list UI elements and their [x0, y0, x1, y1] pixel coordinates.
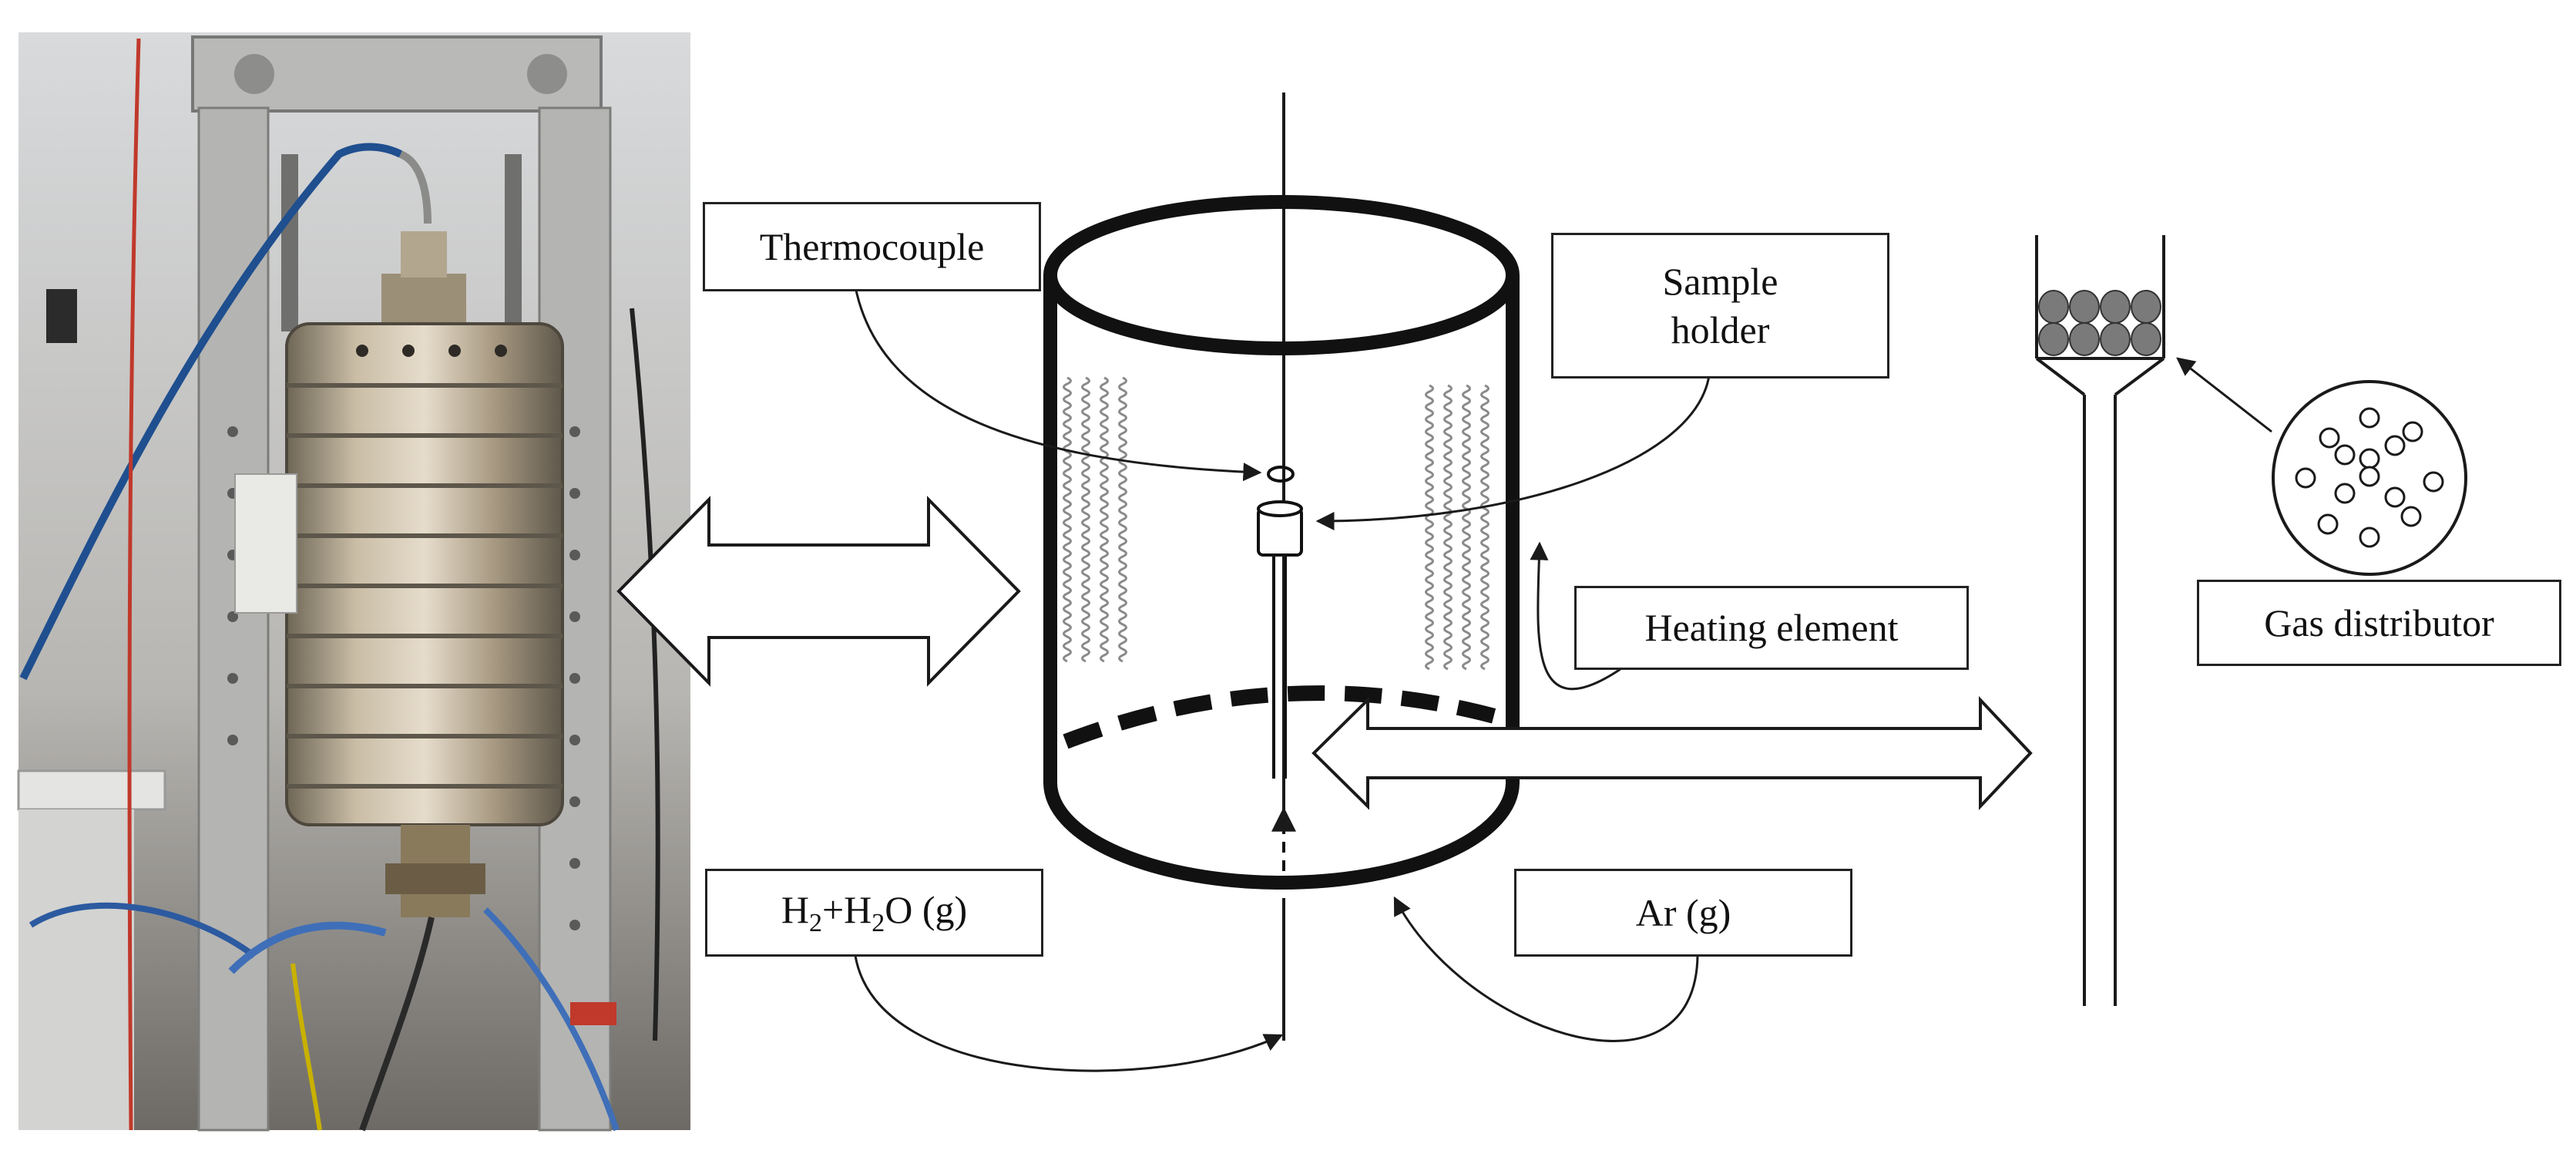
argon-text: Ar (g) — [1635, 890, 1731, 934]
furnace-to-distributor-double-arrow — [1312, 695, 2033, 811]
particle — [2069, 322, 2100, 356]
thermocouple-text: Thermocouple — [759, 224, 985, 268]
sample-holder-label: Sample holder — [1551, 233, 1889, 378]
sample-particles — [2038, 290, 2161, 356]
argon-leader — [1393, 896, 1699, 1042]
distributor-hole — [2334, 444, 2356, 466]
distributor-hole — [2334, 483, 2356, 504]
distributor-tube — [2035, 235, 2165, 1006]
distributor-hole — [2402, 421, 2423, 442]
particle — [2131, 322, 2161, 356]
distributor-hole — [2295, 467, 2316, 489]
furnace-schematic — [1043, 93, 1520, 1041]
particle — [2038, 290, 2069, 324]
distributor-hole — [2359, 466, 2380, 487]
gas-distributor-text: Gas distributor — [2264, 601, 2494, 644]
gas-distributor-holes — [2295, 407, 2444, 548]
heating-coil-right — [1425, 384, 1490, 671]
distributor-hole — [2317, 513, 2339, 535]
gas-distributor-label: Gas distributor — [2197, 580, 2561, 666]
gas-distributor-leader — [2176, 357, 2272, 433]
furnace-photo — [17, 32, 690, 1132]
gas-inlet-label: H2+H2O (g) — [705, 869, 1043, 957]
particle — [2100, 322, 2131, 356]
distributor-hole — [2319, 427, 2340, 449]
heating-element-text: Heating element — [1644, 606, 1899, 650]
heating-element-leader — [1530, 541, 1621, 691]
particle — [2100, 290, 2131, 324]
thermocouple-leader — [854, 286, 1262, 482]
distributor-hole — [2400, 506, 2422, 527]
distributor-hole — [2423, 471, 2444, 493]
sample-holder-text-line2: holder — [1671, 308, 1770, 352]
particle — [2069, 290, 2100, 324]
argon-label: Ar (g) — [1514, 869, 1852, 957]
sample-holder-text-line1: Sample — [1662, 260, 1778, 303]
distributor-hole — [2359, 448, 2380, 469]
distributor-hole — [2384, 486, 2406, 508]
thermocouple-tip — [1267, 466, 1295, 483]
photo-to-diagram-double-arrow — [616, 496, 1021, 687]
gas-distributor-plate — [1063, 685, 1500, 749]
particle — [2038, 322, 2069, 356]
thermocouple-label: Thermocouple — [703, 202, 1041, 291]
distributor-hole — [2359, 526, 2380, 548]
distributor-hole — [2384, 435, 2406, 456]
heating-element-label: Heating element — [1574, 586, 1969, 670]
particle — [2131, 290, 2161, 324]
gas-inlet-leader — [854, 955, 1284, 1072]
distributor-hole — [2359, 407, 2380, 429]
sample-holder-leader — [1315, 375, 1711, 530]
gas-inlet-text: H2+H2O (g) — [781, 887, 968, 937]
heating-coil-left — [1063, 376, 1127, 663]
